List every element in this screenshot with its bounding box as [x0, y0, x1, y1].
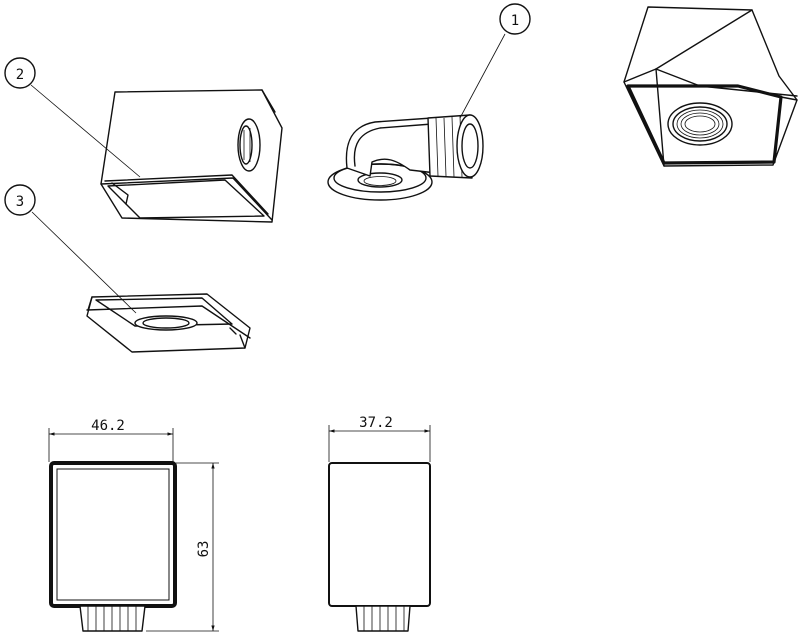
callout-1: 1	[459, 3, 531, 119]
height-dimension: 63	[196, 541, 212, 558]
front-width-dimension: 46.2	[91, 418, 125, 434]
side-width-dimension: 37.2	[359, 415, 393, 431]
plate-part	[86, 293, 251, 353]
callout-1-number: 1	[511, 13, 519, 29]
elbow-fitting-part	[327, 114, 484, 201]
housing-rear-view	[623, 6, 798, 167]
callout-3: 3	[4, 184, 137, 314]
front-view: 46.2 63	[48, 418, 219, 632]
callout-2: 2	[4, 57, 141, 178]
housing-body-part	[100, 89, 283, 223]
side-view: 37.2	[328, 415, 431, 632]
callout-3-number: 3	[16, 194, 24, 210]
callout-2-number: 2	[16, 67, 24, 83]
